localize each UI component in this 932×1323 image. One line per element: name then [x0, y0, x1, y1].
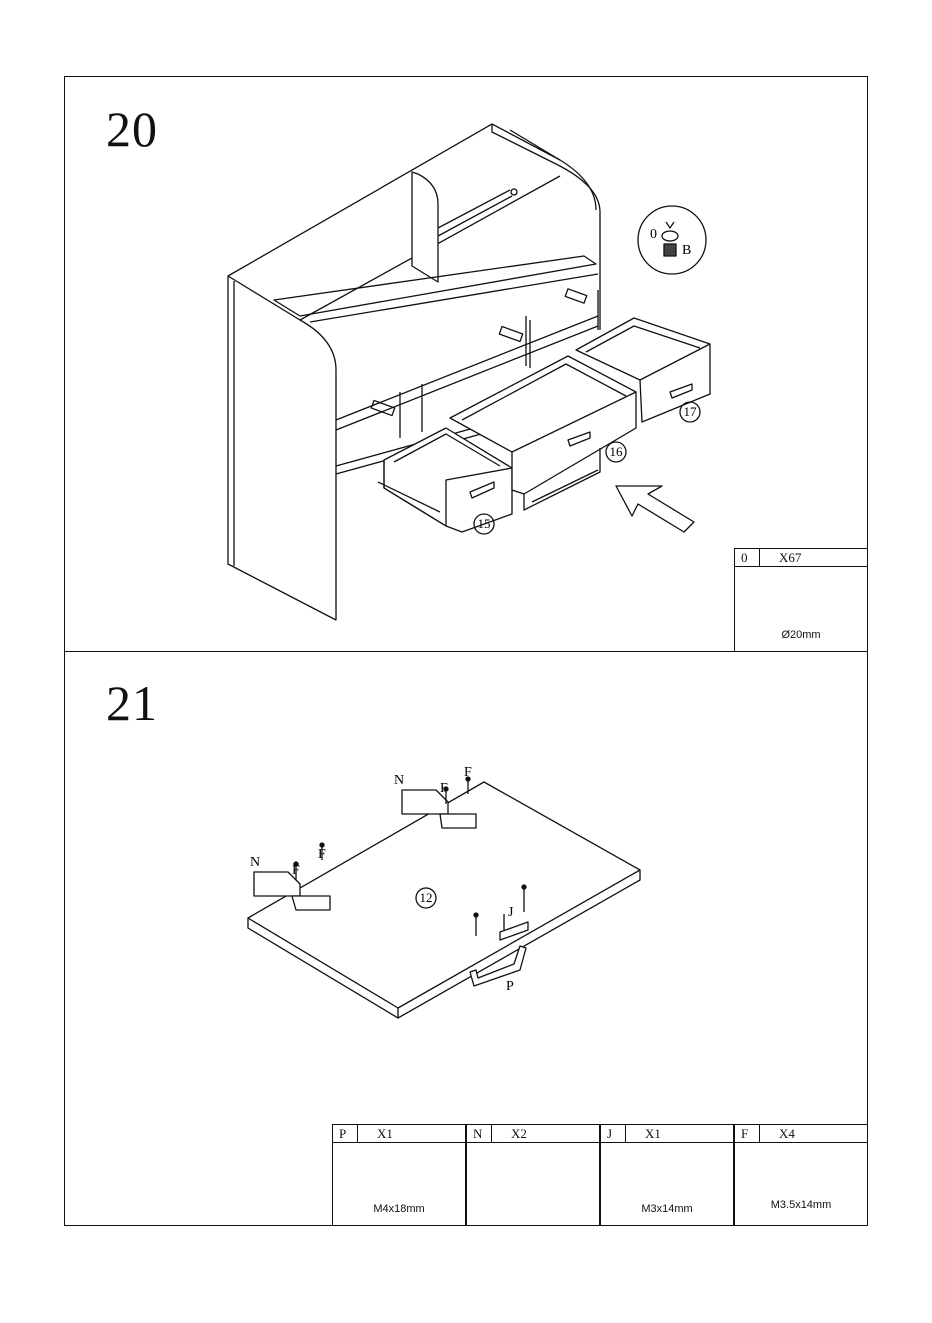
label-screw-f-4: F — [464, 765, 472, 780]
part-header-separator — [759, 549, 760, 566]
part-quantity: X2 — [511, 1125, 527, 1142]
part-header: F X4 — [735, 1125, 867, 1143]
part-header-separator — [491, 1125, 492, 1142]
desk-unit-drawing — [228, 124, 710, 620]
part-quantity: X1 — [645, 1125, 661, 1142]
part-quantity: X67 — [779, 549, 801, 566]
part-box-0: 0 X67 Ø20mm — [734, 548, 868, 652]
callout-drawer-15: 15 — [478, 516, 491, 531]
label-hinge-n-right: N — [394, 773, 404, 788]
part-spec: M4x18mm — [333, 1203, 465, 1215]
part-letter: J — [607, 1125, 612, 1142]
label-screw-f-1: F — [292, 863, 300, 878]
part-quantity: X4 — [779, 1125, 795, 1142]
callout-panel-12: 12 — [420, 890, 433, 905]
door-panel-drawing — [248, 777, 640, 1018]
label-plate-j: J — [508, 905, 514, 920]
part-header-separator — [357, 1125, 358, 1142]
part-spec: M3.5x14mm — [735, 1199, 867, 1211]
part-letter: 0 — [741, 549, 748, 566]
part-letter: F — [741, 1125, 748, 1142]
label-hinge-n-left: N — [250, 855, 260, 870]
part-letter: N — [473, 1125, 482, 1142]
callout-drawer-16: 16 — [610, 444, 624, 459]
callout-drawer-17: 17 — [684, 404, 698, 419]
part-header-separator — [759, 1125, 760, 1142]
part-letter: P — [339, 1125, 346, 1142]
detail-label-b: B — [682, 243, 691, 258]
part-header: N X2 — [467, 1125, 599, 1143]
part-box-n: N X2 — [466, 1124, 600, 1226]
part-header: P X1 — [333, 1125, 465, 1143]
part-box-j: J X1 M3x14mm — [600, 1124, 734, 1226]
part-header: J X1 — [601, 1125, 733, 1143]
part-spec: Ø20mm — [735, 629, 867, 641]
part-header: 0 X67 — [735, 549, 867, 567]
label-handle-p: P — [506, 979, 514, 994]
part-header-separator — [625, 1125, 626, 1142]
label-screw-f-3: F — [440, 781, 448, 796]
part-box-f: F X4 M3.5x14mm — [734, 1124, 868, 1226]
part-spec: M3x14mm — [601, 1203, 733, 1215]
detail-label-0: 0 — [650, 227, 657, 242]
label-screw-f-2: F — [318, 847, 326, 862]
part-quantity: X1 — [377, 1125, 393, 1142]
part-box-p: P X1 M4x18mm — [332, 1124, 466, 1226]
